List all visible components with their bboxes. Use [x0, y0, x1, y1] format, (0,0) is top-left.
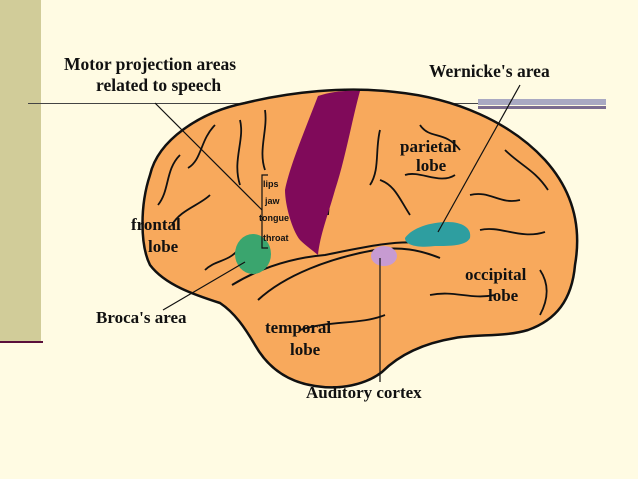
motor-part-lips: lips	[263, 179, 279, 189]
left-accent-bar	[0, 0, 41, 341]
broca-area-label: Broca's area	[96, 308, 187, 327]
leader-lines	[154, 84, 521, 382]
frontal-lobe-label: frontal	[131, 215, 181, 234]
right-accent-bar-shadow	[478, 106, 606, 109]
wernicke-area-region	[405, 222, 471, 247]
wernicke-area-label: Wernicke's area	[429, 61, 550, 81]
motor-strip	[285, 90, 360, 255]
brain-sulci	[157, 109, 549, 331]
frontal-lobe-label-line2: lobe	[148, 237, 179, 256]
auditory-cortex-label: Auditory cortex	[306, 383, 422, 402]
left-accent-line	[0, 341, 43, 343]
temporal-lobe-outline	[257, 247, 441, 301]
motor-part-jaw: jaw	[265, 196, 280, 206]
occipital-lobe-label-line2: lobe	[488, 286, 519, 305]
right-accent-bar	[478, 99, 606, 105]
temporal-lobe-label: temporal	[265, 318, 332, 337]
parietal-lobe-label-line2: lobe	[416, 156, 447, 175]
motor-parts-bracket	[261, 174, 268, 249]
parietal-lobe-label: parietal	[400, 137, 457, 156]
motor-part-tongue: tongue	[259, 213, 289, 223]
motor-areas-label: Motor projection areas	[64, 54, 237, 74]
motor-areas-label-line2: related to speech	[96, 75, 222, 95]
temporal-lobe-label-line2: lobe	[290, 340, 321, 359]
brain-body	[141, 88, 579, 389]
occipital-lobe-label: occipital	[465, 265, 527, 284]
motor-part-throat: throat	[263, 233, 289, 243]
auditory-cortex-region	[371, 246, 397, 266]
